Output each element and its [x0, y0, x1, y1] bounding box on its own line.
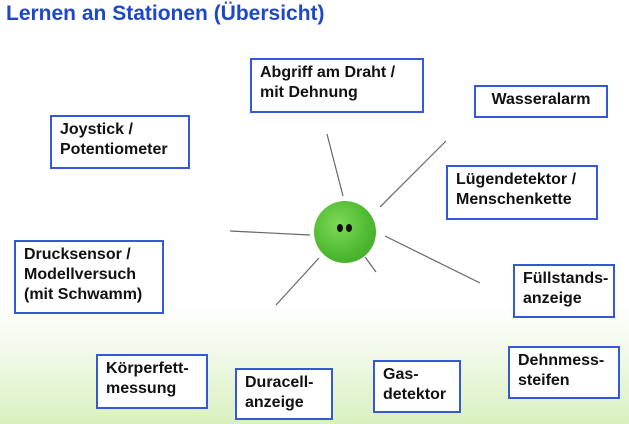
- connector-line: [326, 133, 344, 197]
- station-koerperfettmessung: Körperfett- messung: [96, 354, 208, 409]
- station-duracellanzeige: Duracell- anzeige: [235, 368, 333, 420]
- station-joystick: Joystick / Potentiometer: [50, 115, 190, 169]
- eye-icon: [346, 224, 352, 232]
- station-wasseralarm: Wasseralarm: [474, 85, 608, 118]
- connector-line: [384, 235, 481, 284]
- connector-line: [379, 140, 447, 208]
- station-luegendetektor: Lügendetektor / Menschenkette: [446, 165, 598, 220]
- station-drucksensor: Drucksensor / Modellversuch (mit Schwamm…: [14, 240, 164, 314]
- connector-line: [275, 257, 320, 306]
- station-dehnmessstreifen: Dehnmess- steifen: [508, 346, 620, 399]
- station-fuellstandsanzeige: Füllstands- anzeige: [513, 264, 615, 318]
- page-title: Lernen an Stationen (Übersicht): [6, 2, 325, 25]
- center-smiley-circle: [314, 201, 376, 263]
- eye-icon: [337, 224, 343, 232]
- station-abgriff-am-draht: Abgriff am Draht / mit Dehnung: [250, 58, 424, 113]
- station-gasdetektor: Gas- detektor: [373, 360, 461, 413]
- connector-line: [364, 256, 377, 273]
- connector-line: [229, 230, 311, 236]
